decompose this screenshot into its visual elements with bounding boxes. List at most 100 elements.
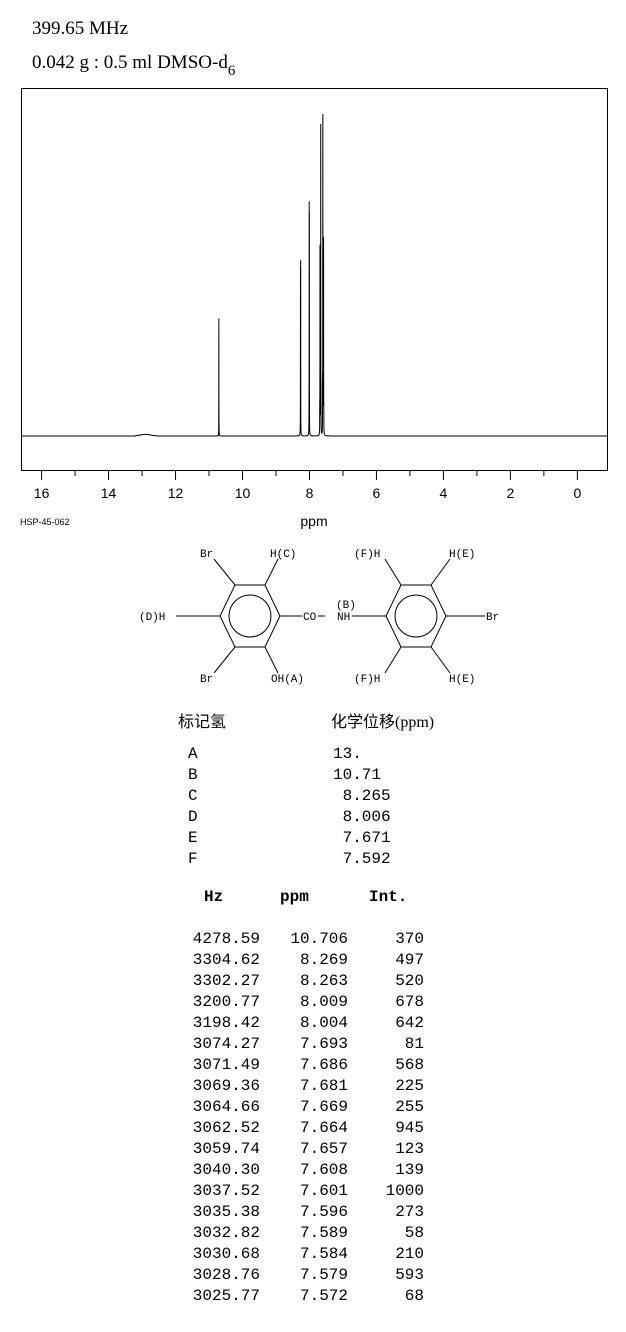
- peak-ppm-cell: 7.572: [299, 1287, 348, 1305]
- br-bottom-label: Br: [200, 674, 213, 686]
- peak-hz-cell: 3037.52: [192, 1182, 260, 1200]
- peak-ppm-cell: 7.693: [299, 1035, 348, 1053]
- hc-label: H(C): [270, 549, 296, 561]
- peak-hz-cell: 3200.77: [192, 993, 260, 1011]
- peak-int-cell: 58: [404, 1224, 424, 1242]
- peak-int-header: Int.: [369, 888, 408, 906]
- assignment-label: D: [188, 808, 198, 826]
- peak-hz-cell: 3304.62: [192, 951, 260, 969]
- sample-subscript: 6: [227, 62, 236, 79]
- sample-text: 0.042 g : 0.5 ml DMSO-d: [32, 52, 228, 73]
- peak-ppm-cell: 8.004: [299, 1014, 348, 1032]
- peak-int-cell: 273: [395, 1203, 424, 1221]
- left-ring-bonds: [176, 558, 386, 674]
- peak-hz-cell: 3059.74: [192, 1140, 260, 1158]
- peak-ppm-header: ppm: [280, 888, 309, 906]
- peak-hz-cell: 3302.27: [192, 972, 260, 990]
- peak-hz-cell: 3028.76: [192, 1266, 260, 1284]
- sample-label: 0.042 g : 0.5 ml DMSO-d6: [32, 52, 236, 79]
- peak-int-cell: 497: [395, 951, 424, 969]
- peak-ppm-cell: 7.579: [299, 1266, 348, 1284]
- fh-bottom-label: (F)H: [354, 674, 380, 686]
- b-label: (B): [336, 600, 356, 612]
- peak-int-cell: 568: [395, 1056, 424, 1074]
- peak-hz-cell: 3032.82: [192, 1224, 260, 1242]
- plot-frame: [21, 88, 608, 471]
- peak-int-cell: 370: [395, 930, 424, 948]
- co-label: CO: [303, 612, 317, 624]
- peak-hz-cell: 3071.49: [192, 1056, 260, 1074]
- assignment-label: F: [188, 850, 198, 868]
- assignment-shift: 10.71: [333, 766, 382, 784]
- peak-int-cell: 139: [395, 1161, 424, 1179]
- peak-hz-column: 4278.59 3304.62 3302.27 3200.77 3198.42 3074.…: [170, 929, 260, 1307]
- peak-hz-cell: 3064.66: [192, 1098, 260, 1116]
- peak-ppm-cell: 7.681: [299, 1077, 348, 1095]
- assignment-shift: 8.265: [333, 787, 391, 805]
- peak-int-cell: 225: [395, 1077, 424, 1095]
- peak-int-cell: 68: [404, 1287, 424, 1305]
- peak-hz-cell: 3040.30: [192, 1161, 260, 1179]
- assignment-shift: 8.006: [333, 808, 391, 826]
- assignment-label: E: [188, 829, 198, 847]
- br-top-label: Br: [200, 549, 213, 561]
- x-axis-label: ppm: [300, 513, 327, 529]
- he-top-label: H(E): [449, 549, 475, 561]
- x-tick-label: 10: [235, 485, 251, 501]
- oha-label: OH(A): [271, 674, 304, 686]
- peak-hz-cell: 3035.38: [192, 1203, 260, 1221]
- peak-hz-header: Hz: [204, 888, 224, 906]
- peak-int-cell: 81: [404, 1035, 424, 1053]
- peak-ppm-cell: 8.269: [299, 951, 348, 969]
- peak-ppm-cell: 7.657: [299, 1140, 348, 1158]
- assignment-shift-column: 13. 10.71 8.265 8.006 7.671 7.592: [333, 744, 391, 870]
- x-tick-label: 4: [440, 485, 448, 501]
- peak-int-column: 370 497 520 678 642 81 568 225 255 945 123 139 1000 2…: [360, 929, 424, 1307]
- assignment-shift: 7.671: [333, 829, 391, 847]
- peak-ppm-cell: 10.706: [290, 930, 348, 948]
- peak-hz-cell: 3025.77: [192, 1287, 260, 1305]
- peak-hz-cell: 3074.27: [192, 1035, 260, 1053]
- peak-ppm-cell: 8.263: [299, 972, 348, 990]
- peak-ppm-cell: 7.589: [299, 1224, 348, 1242]
- peak-ppm-cell: 7.664: [299, 1119, 348, 1137]
- peak-ppm-column: 10.706 8.269 8.263 8.009 8.004 7.693 7.686 7.68…: [270, 929, 348, 1307]
- peak-int-cell: 123: [395, 1140, 424, 1158]
- peak-hz-cell: 3069.36: [192, 1077, 260, 1095]
- x-tick-label: 2: [506, 485, 514, 501]
- peak-hz-cell: 4278.59: [192, 930, 260, 948]
- br-right-label: Br: [486, 612, 499, 624]
- peak-int-cell: 255: [395, 1098, 424, 1116]
- assignment-shift-header: 化学位移(ppm): [331, 714, 435, 731]
- right-ring-bonds: [384, 558, 485, 674]
- peak-ppm-cell: 7.596: [299, 1203, 348, 1221]
- assignment-shift: 13.: [333, 745, 362, 763]
- assignment-shift: 7.592: [333, 850, 391, 868]
- x-tick-label: 6: [373, 485, 381, 501]
- peak-int-cell: 593: [395, 1266, 424, 1284]
- peak-int-cell: 1000: [385, 1182, 424, 1200]
- he-bottom-label: H(E): [449, 674, 475, 686]
- peak-hz-cell: 3030.68: [192, 1245, 260, 1263]
- peak-hz-cell: 3198.42: [192, 1014, 260, 1032]
- peak-ppm-cell: 7.669: [299, 1098, 348, 1116]
- dh-label: (D)H: [139, 612, 165, 624]
- peak-ppm-cell: 7.686: [299, 1056, 348, 1074]
- peak-int-cell: 642: [395, 1014, 424, 1032]
- x-tick-label: 0: [573, 485, 581, 501]
- peak-ppm-cell: 8.009: [299, 993, 348, 1011]
- x-tick-label: 12: [168, 485, 184, 501]
- x-tick-label: 8: [306, 485, 314, 501]
- assignment-label: B: [188, 766, 198, 784]
- peak-int-cell: 945: [395, 1119, 424, 1137]
- x-tick-label: 16: [34, 485, 50, 501]
- left-ring: [219, 584, 281, 648]
- right-ring: [385, 584, 447, 648]
- x-axis-ticks: [41, 470, 578, 480]
- peak-int-cell: 678: [395, 993, 424, 1011]
- peak-int-cell: 520: [395, 972, 424, 990]
- peak-hz-cell: 3062.52: [192, 1119, 260, 1137]
